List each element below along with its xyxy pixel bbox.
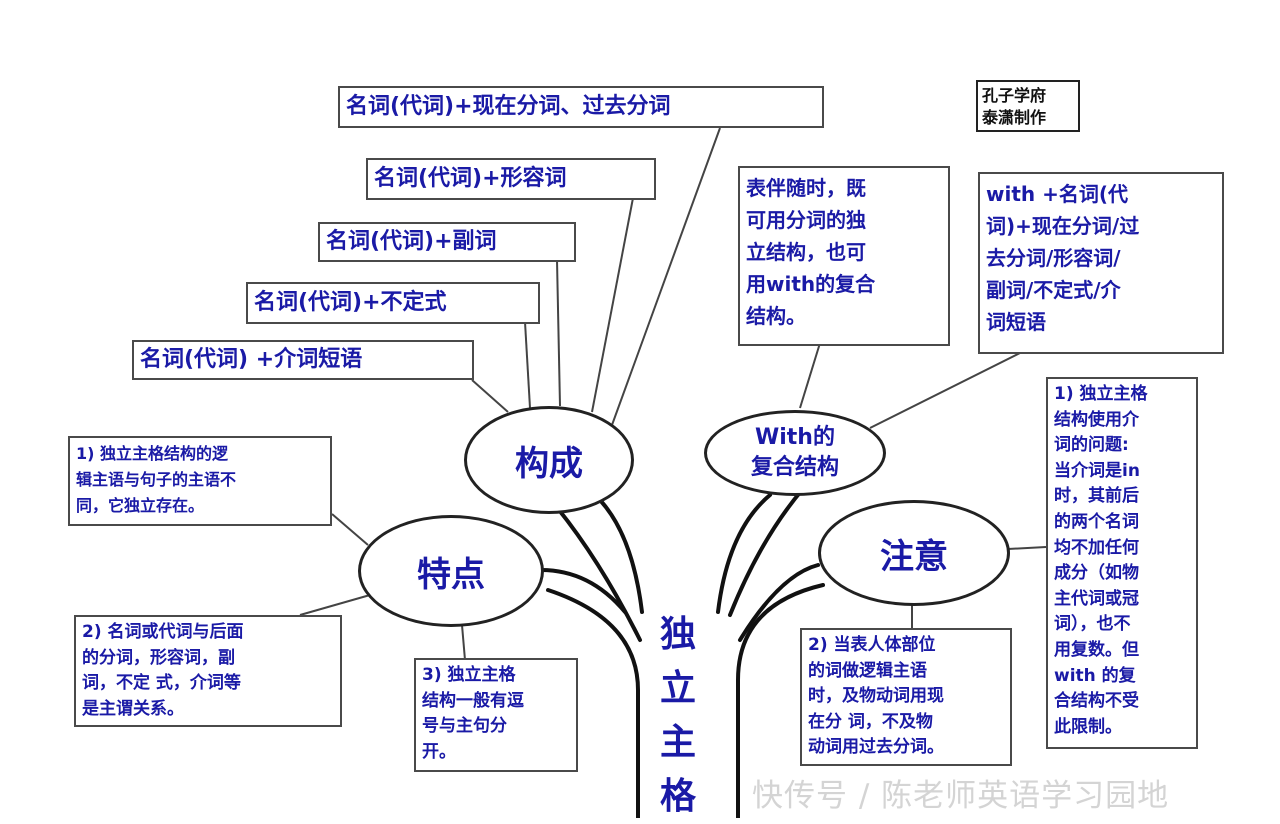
branch-goucheng-a <box>593 493 644 614</box>
tree-trunk-right <box>736 583 825 818</box>
tedian-box-3: 3) 独立主格 结构一般有逗 号与主句分 开。 <box>414 658 578 772</box>
goucheng-box-1: 名词(代词)+现在分词、过去分词 <box>338 86 824 128</box>
tedian-box-2: 2) 名词或代词与后面 的分词，形容词，副 词，不定 式，介词等 是主谓关系。 <box>74 615 342 727</box>
connector-goucheng-4 <box>524 321 531 409</box>
connector-zhuyi-1 <box>1007 546 1047 550</box>
branch-goucheng-b <box>553 503 642 642</box>
zhuyi-box-2: 2) 当表人体部位 的词做逻辑主语 时，及物动词用现 在分 词，不及物 动词用过… <box>800 628 1012 766</box>
connector-tedian-1 <box>331 513 369 546</box>
with-box-2: with +名词(代 词)+现在分词/过 去分词/形容词/ 副词/不定式/介 词… <box>978 172 1224 354</box>
branch-with-a <box>716 493 772 614</box>
root-label: 独 立 主 格 <box>659 614 696 817</box>
tedian-box-1: 1) 独立主格结构的逻 辑主语与句子的主语不 同，它独立存在。 <box>68 436 332 526</box>
goucheng-box-5: 名词(代词) +介词短语 <box>132 340 474 380</box>
node-with: With的 复合结构 <box>704 410 886 496</box>
branch-zhuyi-a <box>738 563 820 642</box>
connector-goucheng-3 <box>556 259 561 407</box>
branch-tedian-a <box>539 568 627 614</box>
goucheng-box-3: 名词(代词)+副词 <box>318 222 576 262</box>
branch-with-b <box>728 488 804 617</box>
node-tedian: 特点 <box>358 515 544 627</box>
with-box-1: 表伴随时，既 可用分词的独 立结构，也可 用with的复合 结构。 <box>738 166 950 346</box>
connector-with-1 <box>799 342 821 409</box>
watermark-text: 快传号 / 陈老师英语学习园地 <box>752 778 1170 814</box>
goucheng-box-4: 名词(代词)+不定式 <box>246 282 540 324</box>
connector-with-2 <box>869 352 1021 429</box>
node-zhuyi: 注意 <box>818 500 1010 606</box>
connector-goucheng-5 <box>471 379 509 413</box>
zhuyi-box-1: 1) 独立主格 结构使用介 词的问题: 当介词是in 时，其前后 的两个名词 均… <box>1046 377 1198 749</box>
connector-goucheng-1 <box>611 127 721 426</box>
connector-tedian-3 <box>461 624 466 661</box>
node-goucheng: 构成 <box>464 406 634 514</box>
connector-tedian-2 <box>299 594 371 616</box>
connector-goucheng-2 <box>591 197 634 413</box>
tree-trunk-left <box>546 588 640 818</box>
goucheng-box-2: 名词(代词)+形容词 <box>366 158 656 200</box>
credit-stamp: 孔子学府 泰潇制作 <box>976 80 1080 132</box>
